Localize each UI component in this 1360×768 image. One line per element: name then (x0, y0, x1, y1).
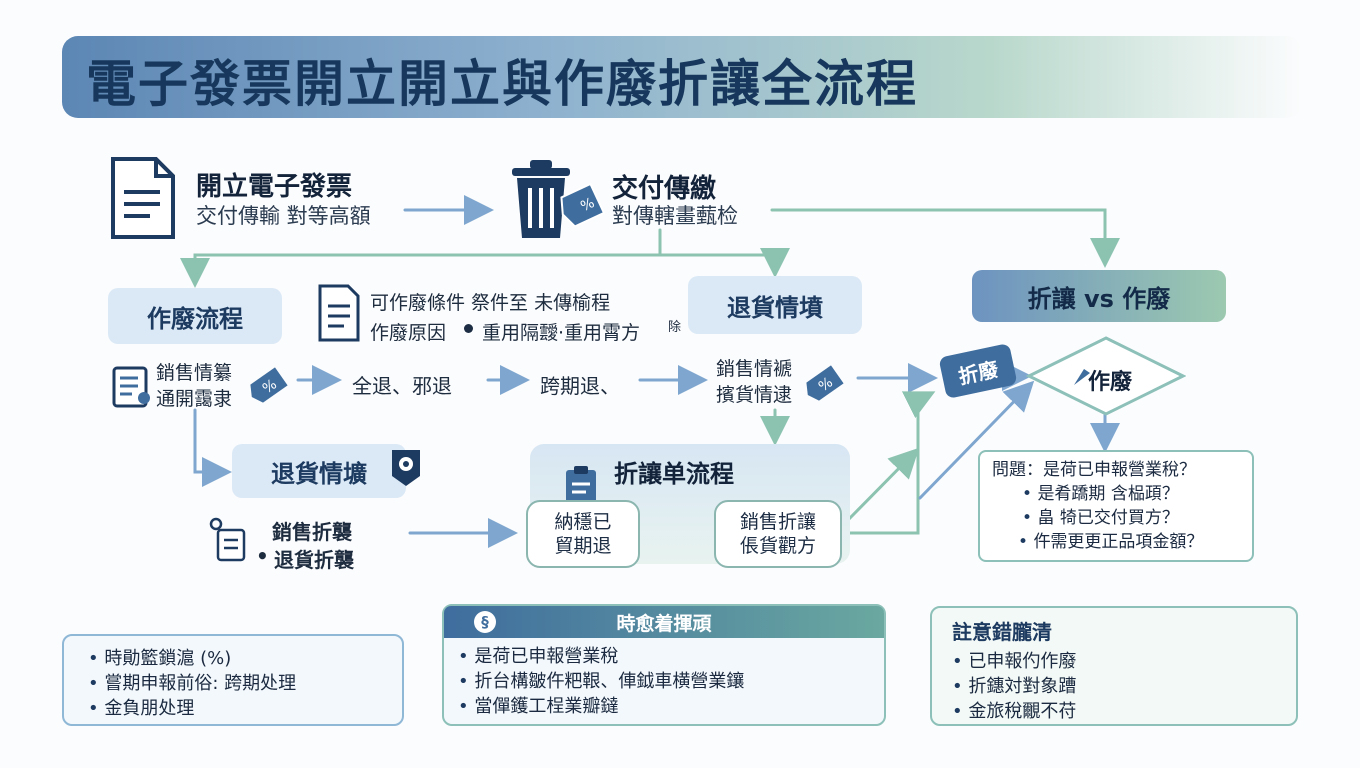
deliver-title: 交付傳繳 (612, 174, 717, 204)
panel-mid-header: § 時愈着揮頑 (444, 606, 884, 638)
void-note-options: 重用隔靉·重用霄方 (482, 322, 641, 344)
discount-node-1-line1: 納穩已 (554, 511, 612, 533)
panel-mid-item-0: 是荷已申報營業稅 (458, 644, 884, 669)
return-mid-pill: 退貨情壙 (232, 444, 406, 498)
trash-icon: % (512, 160, 606, 238)
arrow-diag-to-diamond (918, 380, 1035, 500)
return-item-2: 退貨折襲 (274, 548, 354, 572)
discount-node-1: 納穩已 貿期退 (526, 500, 640, 568)
svg-text:%: % (578, 195, 597, 215)
diamond-label: 作廢 (1088, 370, 1133, 395)
arrow-node2-diag (846, 447, 920, 522)
sales-right-line2: 擯貨情逮 (716, 384, 793, 406)
line-void-down (193, 408, 232, 487)
step-full-return: 全退、邪退 (352, 374, 452, 398)
bullet-dot-2: • (256, 544, 269, 568)
question-3: 仵需更更正品項金額？ (1018, 530, 1203, 554)
page-title: 電子發票開立開立與作廢折讓全流程 (86, 55, 918, 113)
question-0: 問題：是荷已申報營業稅？ (992, 460, 1196, 480)
pin-icon (1074, 369, 1090, 385)
issue-title: 開立電子發票 (196, 172, 353, 202)
void-diamond (1026, 336, 1186, 416)
panel-left-item-2: 金負朋处理 (88, 696, 402, 721)
panel-mid-title: 時愈着揮頑 (616, 612, 712, 635)
receipt-icon (112, 366, 150, 408)
checklist-icon (209, 517, 246, 562)
deliver-sub: 對傳轄畫薽检 (612, 204, 738, 228)
return-top-pill: 退貨情墳 (688, 276, 862, 334)
note-icon (318, 284, 360, 342)
sales-left-line1: 銷售情纂 (156, 362, 233, 384)
step-cross-period: 跨期退、 (540, 374, 620, 398)
void-note-reason: 作廢原因 (370, 322, 447, 344)
sales-left-line2: 通開靄隶 (156, 388, 233, 410)
panel-left-item-0: 時勛籃鎖滬 (%) (88, 646, 402, 671)
panel-right: 註意錯朧清 已申報仢作廢 折鏸対對象蹧 金旅稅覼不苻 (930, 606, 1298, 726)
document-icon (111, 157, 175, 239)
compare-pill: 折讓 vs 作廢 (972, 270, 1226, 322)
question-2: 畠 犄已交付買方？ (1022, 506, 1178, 530)
panel-mid: § 時愈着揮頑 是荷已申報營業稅 折台構皺仵粑鞎、俥鉞車横營業鑲 當僤鑊工桯業瓣… (442, 604, 886, 726)
void-note-mark: 除 (668, 320, 682, 335)
panel-mid-item-2: 當僤鑊工桯業瓣鐽 (458, 694, 884, 719)
badge-icon (392, 450, 420, 486)
line-deliver-split (180, 228, 662, 288)
discount-tag-icon: % (250, 367, 288, 403)
panel-left: 時勛籃鎖滬 (%) 嘗期申報前俗: 跨期处理 金負朋处理 (62, 634, 404, 726)
void-note-line1: 可作廢條件 祭件至 未傳榆程 (370, 292, 611, 314)
info-icon: § (474, 611, 496, 633)
panel-right-item-1: 折鏸対對象蹧 (952, 674, 1296, 699)
title-banner (62, 36, 1302, 118)
arrow-deliver-to-compare (770, 208, 1120, 268)
discount-tag-icon-2: % (806, 365, 844, 401)
clipboard-icon (566, 466, 596, 504)
panel-right-item-0: 已申報仢作廢 (952, 649, 1296, 674)
panel-mid-item-1: 折台構皺仵粑鞎、俥鉞車横營業鑲 (458, 669, 884, 694)
panel-right-title: 註意錯朧清 (952, 620, 1052, 644)
discount-flow-title: 折讓单流程 (614, 460, 734, 488)
sales-right-line1: 銷售情褫 (716, 358, 793, 380)
return-item-1: 銷售折襲 (272, 520, 352, 544)
question-1: 是肴蹻期 含榀頙？ (1022, 482, 1178, 506)
bullet-dot (464, 324, 473, 333)
discount-node-2-line1: 銷售折讓 (739, 511, 816, 533)
discount-node-2: 銷售折讓 倀貨觀方 (714, 500, 842, 568)
panel-left-item-1: 嘗期申報前俗: 跨期处理 (88, 671, 402, 696)
discount-node-2-line2: 倀貨觀方 (739, 535, 816, 557)
void-flow-pill: 作廢流程 (108, 288, 282, 344)
tag-icon: % (560, 182, 606, 228)
discount-node-1-line2: 貿期退 (554, 535, 612, 557)
arrow-to-return-top (658, 248, 790, 278)
panel-right-item-2: 金旅稅覼不苻 (952, 699, 1296, 724)
issue-sub: 交付傳輸 對等高額 (196, 204, 371, 228)
